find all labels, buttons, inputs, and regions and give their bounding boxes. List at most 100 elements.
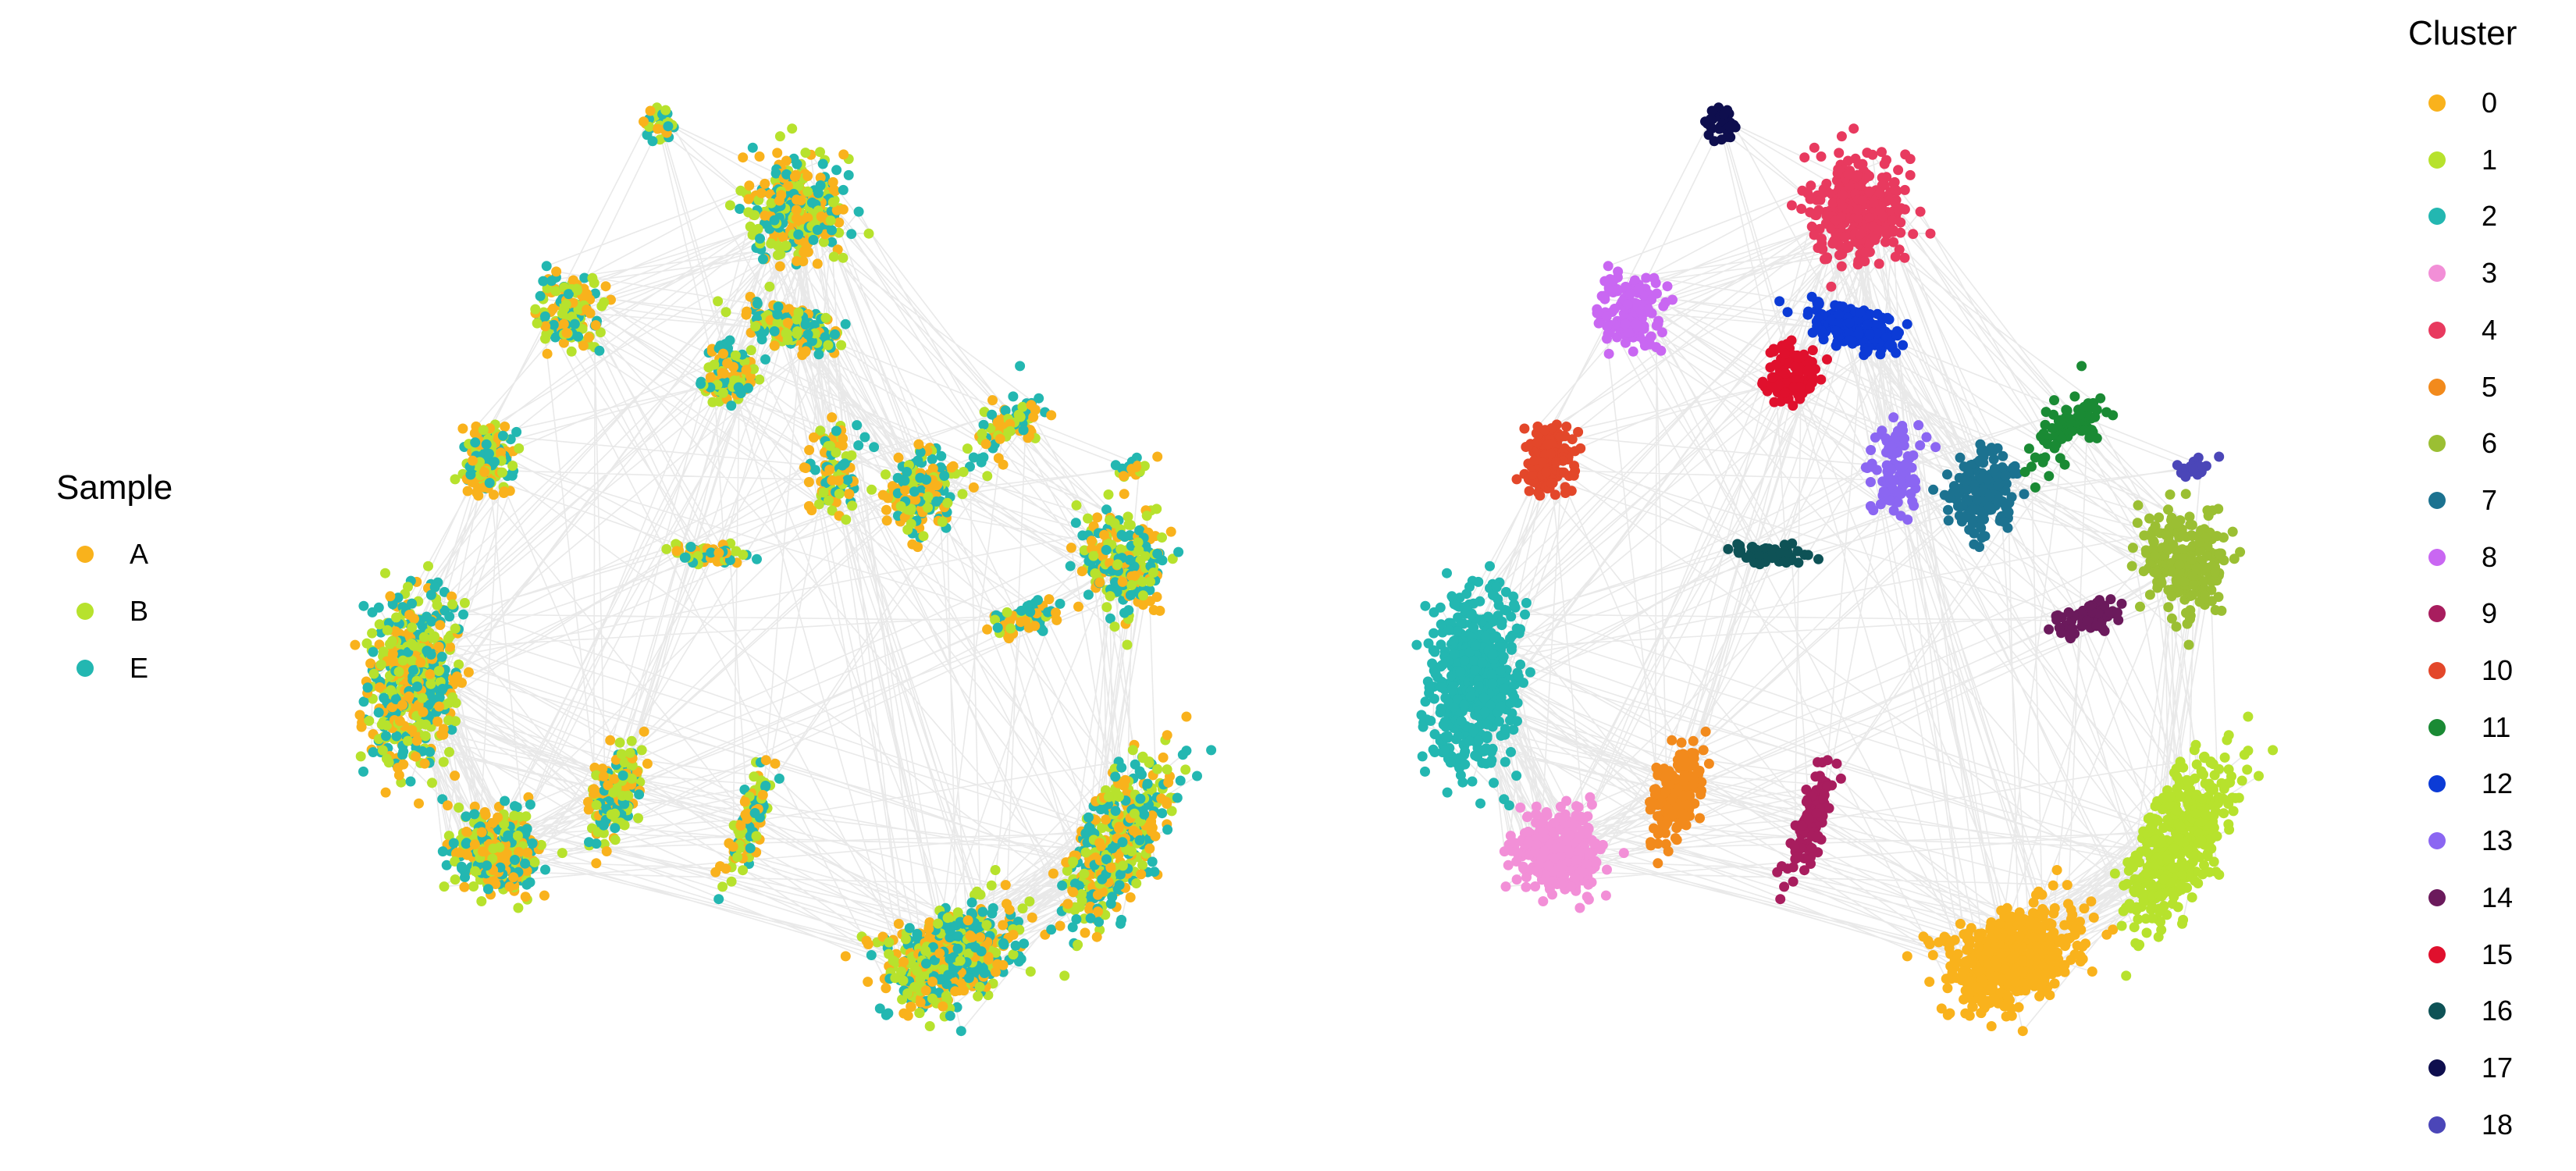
sample-graph-point bbox=[972, 886, 983, 897]
sample-graph-point bbox=[1150, 831, 1161, 842]
sample-graph-point bbox=[390, 694, 401, 705]
sample-graph-point bbox=[717, 881, 728, 892]
sample-graph-point bbox=[757, 789, 768, 800]
cluster-graph-point bbox=[2024, 915, 2035, 926]
sample-graph-point bbox=[512, 831, 523, 841]
sample-graph-point bbox=[888, 955, 898, 966]
sample-graph-point bbox=[827, 237, 838, 247]
cluster-graph-point bbox=[2048, 880, 2058, 891]
sample-graph-point bbox=[927, 993, 938, 1004]
sample-graph-point bbox=[470, 866, 481, 877]
cluster-graph-point bbox=[2254, 771, 2264, 781]
sample-graph-point bbox=[1181, 711, 1192, 722]
sample-graph-point bbox=[1135, 793, 1146, 804]
sample-graph-point bbox=[800, 346, 811, 357]
sample-graph-point bbox=[1002, 607, 1012, 618]
sample-graph-point bbox=[393, 667, 404, 677]
sample-graph-point bbox=[827, 412, 838, 423]
sample-graph-point bbox=[422, 611, 432, 622]
sample-graph-point bbox=[978, 419, 989, 430]
sample-graph-point bbox=[1116, 529, 1127, 540]
sample-graph-point bbox=[738, 550, 749, 561]
sample-graph-point bbox=[846, 229, 857, 240]
sample-graph-point bbox=[362, 682, 373, 693]
sample-graph-point bbox=[1083, 589, 1094, 600]
sample-graph-point bbox=[583, 804, 594, 815]
sample-graph-point bbox=[1126, 580, 1137, 590]
sample-graph-point bbox=[802, 186, 813, 197]
cluster-graph-point bbox=[1942, 983, 1953, 994]
sample-graph-point bbox=[479, 467, 490, 478]
sample-graph-point bbox=[468, 881, 479, 892]
sample-graph-point bbox=[1144, 843, 1155, 854]
sample-graph-point bbox=[1101, 545, 1112, 555]
sample-graph-point bbox=[425, 746, 436, 757]
sample-graph-point bbox=[998, 459, 1009, 470]
sample-graph-point bbox=[499, 486, 510, 497]
sample-graph-point bbox=[842, 475, 853, 486]
sample-graph-point bbox=[1110, 577, 1120, 588]
sample-graph-point bbox=[418, 707, 429, 717]
cluster-graph-point bbox=[2236, 775, 2247, 786]
cluster-graph-point bbox=[2043, 920, 2054, 931]
sample-graph-point bbox=[1097, 823, 1108, 833]
sample-graph-point bbox=[931, 480, 942, 491]
sample-graph-point bbox=[744, 180, 755, 191]
sample-graph-point bbox=[1083, 812, 1094, 823]
cluster-graph-point bbox=[2154, 906, 2165, 917]
sample-graph-point bbox=[598, 828, 609, 838]
sample-graph-point bbox=[909, 486, 920, 497]
cluster-graph-point bbox=[2224, 824, 2235, 835]
sample-graph-point bbox=[450, 856, 461, 867]
cluster-graph-point bbox=[2196, 835, 2207, 845]
sample-graph-point bbox=[802, 329, 813, 340]
sample-graph-point bbox=[827, 197, 838, 208]
sample-graph-point bbox=[408, 665, 418, 676]
sample-graph-point bbox=[1137, 576, 1148, 587]
sample-graph-point bbox=[444, 746, 454, 757]
sample-graph-point bbox=[433, 666, 444, 676]
cluster-graph-point bbox=[2134, 939, 2145, 950]
cluster-graph-point bbox=[2116, 920, 2127, 931]
sample-graph-point bbox=[461, 838, 472, 849]
sample-graph-point bbox=[898, 975, 909, 986]
sample-graph-point bbox=[451, 848, 462, 859]
sample-graph-point bbox=[1117, 576, 1128, 587]
sample-graph-point bbox=[955, 1026, 966, 1037]
sample-graph-point bbox=[619, 757, 630, 768]
sample-graph-point bbox=[769, 340, 780, 351]
sample-graph-point bbox=[772, 148, 783, 158]
sample-graph-point bbox=[904, 923, 915, 934]
sample-graph-point bbox=[847, 500, 858, 511]
sample-graph-point bbox=[1122, 639, 1133, 650]
sample-graph-point bbox=[619, 799, 630, 810]
cluster-graph-point bbox=[2145, 823, 2156, 834]
sample-graph-point bbox=[955, 956, 966, 966]
sample-graph-point bbox=[739, 796, 750, 807]
sample-graph-point bbox=[425, 589, 436, 600]
sample-graph-point bbox=[447, 599, 458, 610]
cluster-graph-point bbox=[1982, 945, 1993, 956]
sample-graph-point bbox=[752, 553, 762, 564]
sample-graph-point bbox=[839, 458, 850, 469]
sample-graph-point bbox=[408, 640, 419, 651]
cluster-graph-point bbox=[2197, 869, 2208, 880]
cluster-graph-point bbox=[1945, 937, 1956, 948]
sample-graph-point bbox=[863, 977, 873, 988]
sample-graph-point bbox=[1133, 545, 1144, 556]
sample-graph-point bbox=[450, 474, 461, 485]
sample-graph-point bbox=[608, 787, 619, 798]
sample-graph-point bbox=[817, 158, 828, 169]
cluster-graph-point bbox=[2242, 764, 2253, 775]
cluster-graph-point bbox=[2129, 856, 2140, 867]
sample-graph-point bbox=[447, 724, 457, 735]
sample-graph-point bbox=[846, 450, 857, 461]
cluster-graph-point bbox=[2069, 949, 2080, 960]
sample-graph-point bbox=[738, 152, 749, 163]
cluster-graph-point bbox=[2006, 925, 2017, 936]
sample-graph-point bbox=[912, 928, 923, 939]
sample-graph-point bbox=[774, 773, 785, 784]
sample-graph-point bbox=[1066, 543, 1076, 553]
cluster-graph-point bbox=[2199, 753, 2210, 763]
cluster-graph-point bbox=[1989, 977, 1999, 987]
